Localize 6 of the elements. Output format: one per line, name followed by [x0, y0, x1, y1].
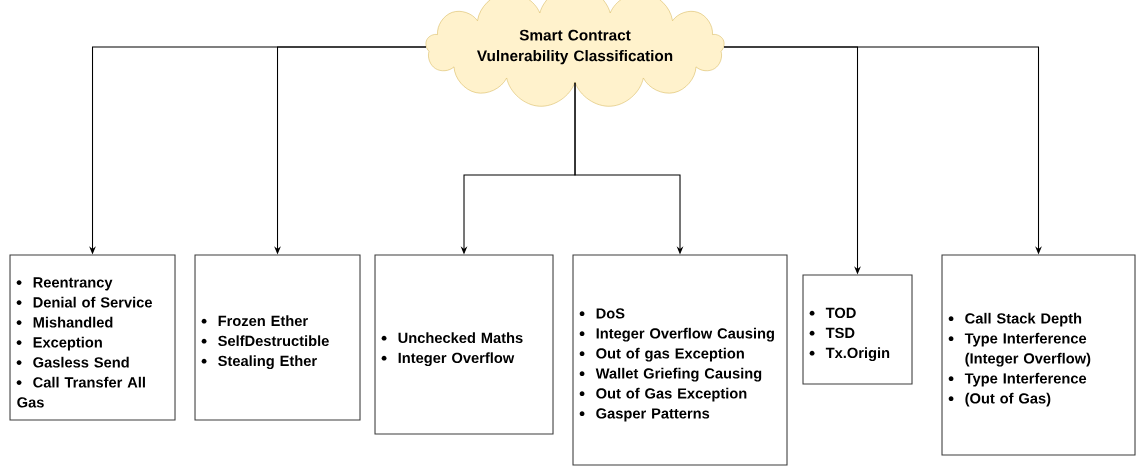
list-box: Frozen Ether SelfDestructible Stealing Ether	[194, 254, 361, 421]
list-box: DoS Integer Overflow Causing Out of gas Exception Wallet Griefing Causing Out of Gas Exception Gasper Patterns	[572, 254, 788, 466]
list-box: TOD TSD Tx.Origin	[802, 274, 913, 385]
list-box: Reentrancy Denial of Service Mishandled Exception Gasless Send Call Transfer All Gas	[9, 254, 176, 421]
list-box: Unchecked Maths Integer Overflow	[374, 254, 554, 435]
list-box: Call Stack Depth Type Interference (Integer Overflow) Type Interference (Out of Gas)	[941, 254, 1136, 456]
